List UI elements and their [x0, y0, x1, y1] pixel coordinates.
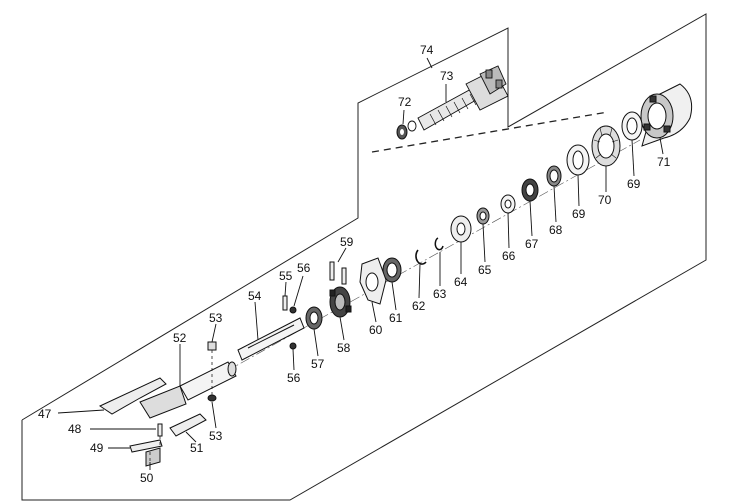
part-65-ring	[476, 207, 490, 225]
part-52-tube	[179, 361, 237, 401]
callout-62: 62	[412, 299, 426, 313]
callout-51: 51	[190, 441, 204, 455]
part-69-rings	[566, 111, 643, 176]
callout-57: 57	[311, 357, 325, 371]
callout-56-b: 56	[287, 371, 301, 385]
callout-69-b: 69	[572, 207, 586, 221]
callout-50: 50	[140, 471, 154, 485]
part-73-spindle	[407, 65, 509, 132]
part-71-housing	[640, 83, 693, 147]
part-66-washer	[500, 194, 516, 214]
part-47-lever	[98, 377, 187, 419]
callout-70: 70	[598, 193, 612, 207]
callout-72: 72	[398, 95, 412, 109]
callout-47: 47	[38, 407, 52, 421]
part-70-needle-bearing	[591, 125, 621, 167]
part-58-cage	[329, 286, 352, 318]
callout-71: 71	[657, 155, 671, 169]
part-51-bracket	[169, 413, 207, 437]
callout-labels: 74 73 72 71 70 69 69 68 67 66 65 64 63 6…	[38, 43, 671, 485]
callout-69-a: 69	[627, 177, 641, 191]
callout-67: 67	[525, 237, 539, 251]
callout-49: 49	[90, 441, 104, 455]
callout-58: 58	[337, 341, 351, 355]
part-48-49-50	[129, 423, 163, 467]
part-67-bearing	[521, 178, 539, 202]
part-63-circlip	[434, 237, 444, 251]
callout-52: 52	[173, 331, 187, 345]
callout-48: 48	[68, 422, 82, 436]
part-60-bracket	[359, 257, 387, 305]
callout-60: 60	[369, 323, 383, 337]
part-68-ring	[546, 165, 562, 187]
panel-outline	[21, 13, 707, 501]
callout-54: 54	[248, 289, 262, 303]
callout-68: 68	[549, 223, 563, 237]
part-61-bearing	[382, 257, 402, 283]
callout-66: 66	[502, 249, 516, 263]
part-57-ring	[305, 306, 323, 330]
callout-64: 64	[454, 275, 468, 289]
callout-63: 63	[433, 287, 447, 301]
callout-65: 65	[478, 263, 492, 277]
callout-56-a: 56	[297, 261, 311, 275]
callout-59: 59	[340, 235, 354, 249]
inset-dashed-link	[371, 111, 609, 153]
callout-55: 55	[279, 269, 293, 283]
callout-53-a: 53	[209, 311, 223, 325]
callout-61: 61	[389, 311, 403, 325]
callout-74: 74	[420, 43, 434, 57]
leader-lines	[57, 57, 664, 470]
part-72-washer	[396, 124, 408, 140]
callout-73: 73	[440, 69, 454, 83]
part-64-washer	[450, 215, 472, 243]
part-54-shaft	[237, 317, 305, 361]
callout-53-b: 53	[209, 429, 223, 443]
part-62-circlip	[415, 249, 427, 265]
part-59-pins	[329, 261, 347, 285]
